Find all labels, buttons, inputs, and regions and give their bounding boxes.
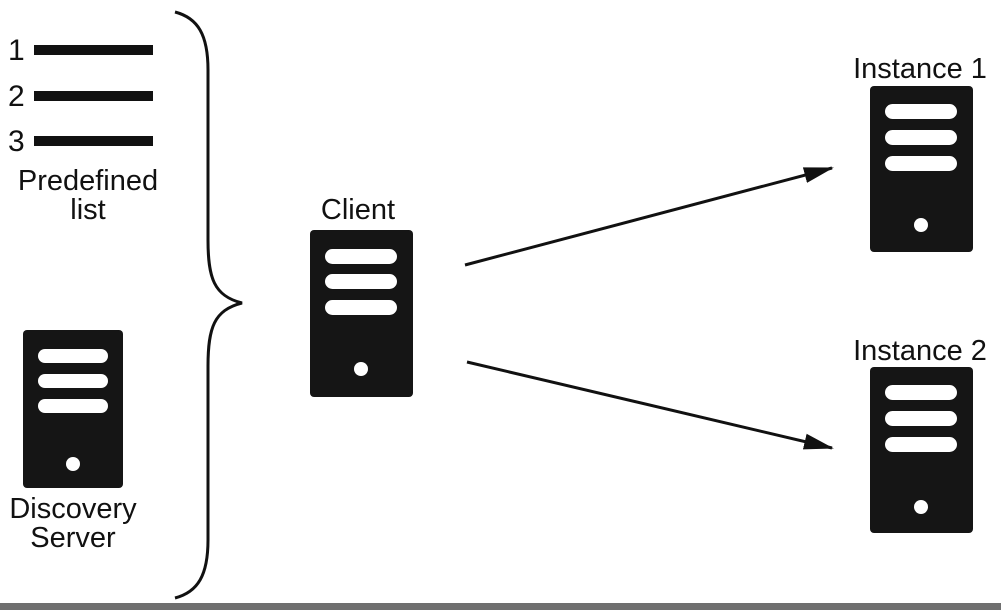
list-number-3: 3 — [8, 125, 25, 158]
list-number-1: 1 — [8, 34, 25, 67]
list-line-1 — [34, 45, 153, 55]
predefined-list-label-line2: list — [70, 194, 105, 226]
instance-1-label: Instance 1 — [853, 53, 987, 85]
instance-1: Instance 1 — [853, 53, 987, 252]
discovery-server: Discovery Server — [9, 330, 137, 554]
list-line-3 — [34, 136, 153, 146]
server-tower-icon — [870, 86, 973, 252]
discovery-server-label-line2: Server — [30, 522, 116, 554]
predefined-list: 1 2 3 Predefined list — [8, 34, 158, 226]
instance-2: Instance 2 — [853, 335, 987, 533]
server-tower-icon — [310, 230, 413, 397]
arrow-to-instance-1 — [464, 166, 834, 267]
predefined-list-label-line1: Predefined — [18, 165, 158, 197]
arrow-to-instance-2 — [466, 360, 834, 450]
client: Client — [310, 194, 413, 397]
list-number-2: 2 — [8, 80, 25, 113]
client-label: Client — [321, 194, 395, 226]
server-tower-icon — [23, 330, 123, 488]
bottom-border-strip — [0, 603, 1001, 610]
list-line-2 — [34, 91, 153, 101]
discovery-server-label-line1: Discovery — [9, 493, 137, 525]
curly-brace — [174, 10, 243, 600]
server-tower-icon — [870, 367, 973, 533]
instance-2-label: Instance 2 — [853, 335, 987, 367]
